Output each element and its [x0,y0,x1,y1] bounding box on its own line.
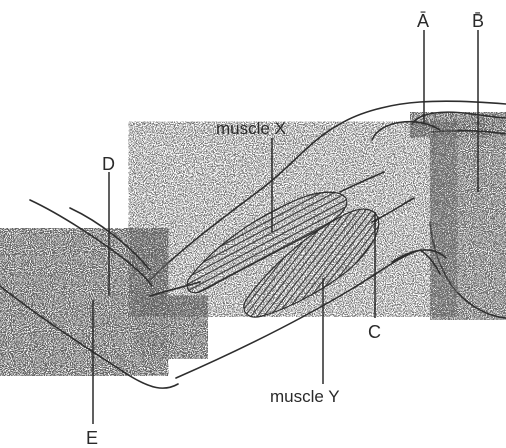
label-muscle-x: muscle X [216,119,286,138]
label-d: D [102,154,115,174]
label-c: C [368,322,381,342]
forearm-bones [0,228,208,375]
label-muscle-y: muscle Y [270,387,340,406]
label-a: Ā [417,11,429,31]
label-e: E [86,428,98,448]
label-b: B̄ [472,11,484,31]
